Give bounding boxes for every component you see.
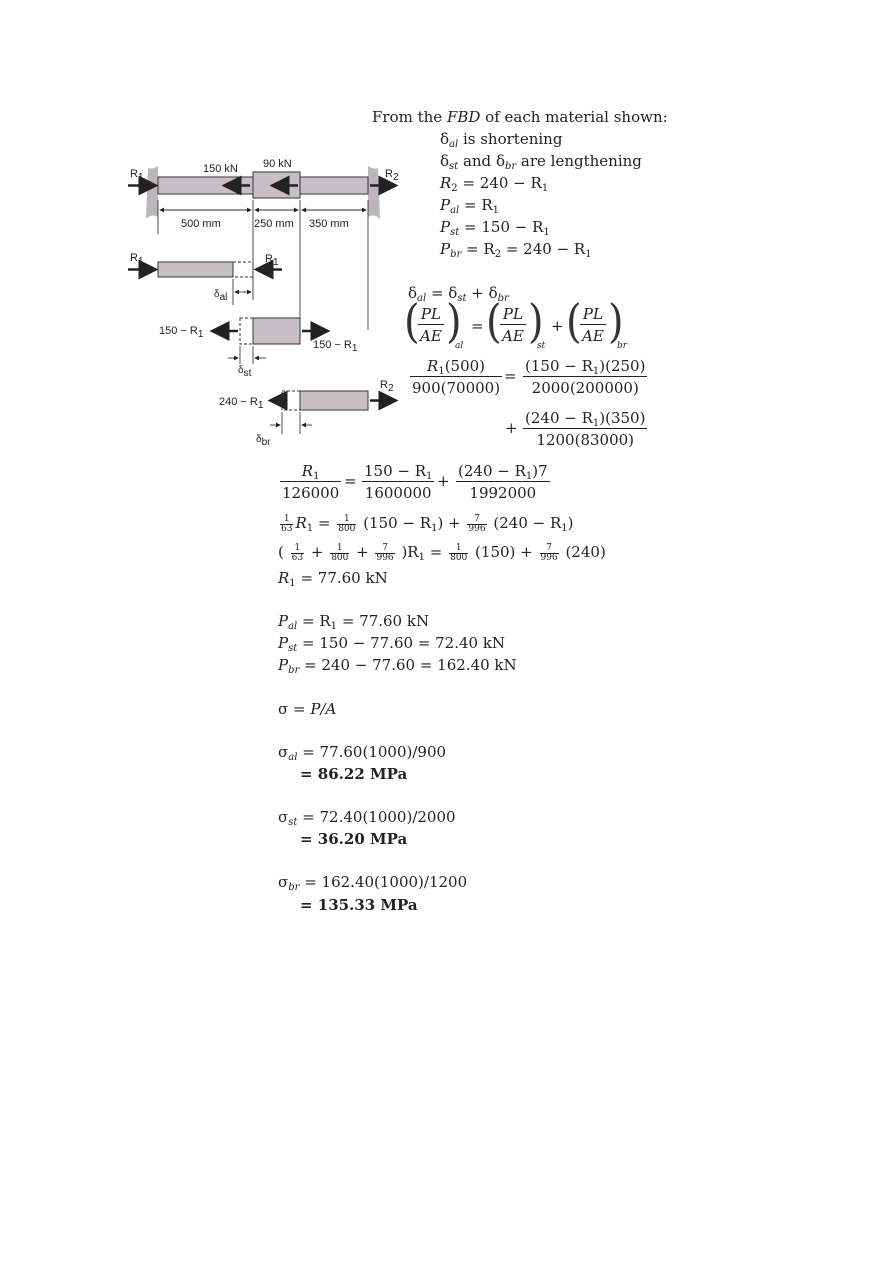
fbd-br-r2: R2 xyxy=(380,379,394,394)
paren-open-br: ( xyxy=(566,295,582,349)
bronze-bar xyxy=(299,176,369,195)
dim-500: 500 mm xyxy=(181,218,221,230)
sub-br-compat: br xyxy=(617,341,628,351)
fbd-br-bar xyxy=(299,390,369,411)
label-150kn: 150 kN xyxy=(203,163,238,175)
fbd-st-right-force: 150 − R1 xyxy=(313,339,358,354)
fbd-st-bar xyxy=(252,317,301,345)
delta-br-label: δbr xyxy=(256,434,271,448)
frac-br-numeric: (240 − R1)(350)1200(83000) xyxy=(523,409,648,449)
pal-result: Pal = R1 = 77.60 kN xyxy=(278,612,430,632)
sub-al-compat: al xyxy=(455,341,464,351)
paren-open-st: ( xyxy=(486,295,502,349)
fbd-st-left-force: 150 − R1 xyxy=(159,325,204,340)
sigma-br-eq: σbr = 162.40(1000)/1200 xyxy=(278,873,468,893)
pst-result: Pst = 150 − 77.60 = 72.40 kN xyxy=(278,634,506,654)
intro-line: From the FBD of each material shown: xyxy=(372,108,668,126)
plus-1: + xyxy=(551,317,564,335)
label-r1: R1 xyxy=(130,168,144,183)
paren-open-al: ( xyxy=(404,295,420,349)
plus-2: + xyxy=(505,419,518,437)
sub-st-compat: st xyxy=(537,341,546,351)
intro-st-br-lengthening: δst and δbr are lengthening xyxy=(440,152,642,172)
paren-close-st: ) xyxy=(528,295,544,349)
intro-r2-eq: R2 = 240 − R1 xyxy=(440,174,549,194)
intro-pal-eq: Pal = R1 xyxy=(440,196,500,216)
plus-3: + xyxy=(437,472,450,490)
fbd-br-left-force: 240 − R1 xyxy=(219,396,264,411)
fbd-al-r1-left: R1 xyxy=(130,252,144,267)
paren-close-br: ) xyxy=(608,295,624,349)
right-wall xyxy=(368,166,380,219)
paren-close-al: ) xyxy=(446,295,462,349)
equals-3: = xyxy=(344,472,357,490)
intro-al-shortening: δal is shortening xyxy=(440,130,563,150)
delta-st-label: δst xyxy=(238,365,252,379)
pbr-result: Pbr = 240 − 77.60 = 162.40 kN xyxy=(278,656,517,676)
sigma-br-result: = 135.33 MPa xyxy=(300,896,418,914)
dim-350: 350 mm xyxy=(309,218,349,230)
delta-al-label: δal xyxy=(214,289,228,303)
sigma-al-result: = 86.22 MPa xyxy=(300,765,408,783)
frac-al-numeric: R1(500)900(70000) xyxy=(410,357,503,397)
equals-1: = xyxy=(471,317,484,335)
sigma-al-eq: σal = 77.60(1000)/900 xyxy=(278,743,447,763)
label-90kn: 90 kN xyxy=(263,158,292,170)
sigma-st-result: = 36.20 MPa xyxy=(300,830,408,848)
equals-2: = xyxy=(504,367,517,385)
frac-st-numeric: (150 − R1)(250)2000(200000) xyxy=(523,357,648,397)
intro-pst-eq: Pst = 150 − R1 xyxy=(440,218,550,238)
left-wall xyxy=(146,166,158,219)
fbd-al-r1-right: R1 xyxy=(265,253,279,268)
sigma-st-eq: σst = 72.40(1000)/2000 xyxy=(278,808,456,828)
label-r2: R2 xyxy=(385,168,399,183)
sigma-definition: σ = P/A xyxy=(278,700,337,718)
r1-result: R1 = 77.60 kN xyxy=(278,569,388,589)
compat-eq: δal = δst + δbr xyxy=(408,284,509,304)
intro-pbr-eq: Pbr = R2 = 240 − R1 xyxy=(440,240,592,260)
dim-250: 250 mm xyxy=(254,218,294,230)
fbd-al-bar xyxy=(157,261,234,278)
